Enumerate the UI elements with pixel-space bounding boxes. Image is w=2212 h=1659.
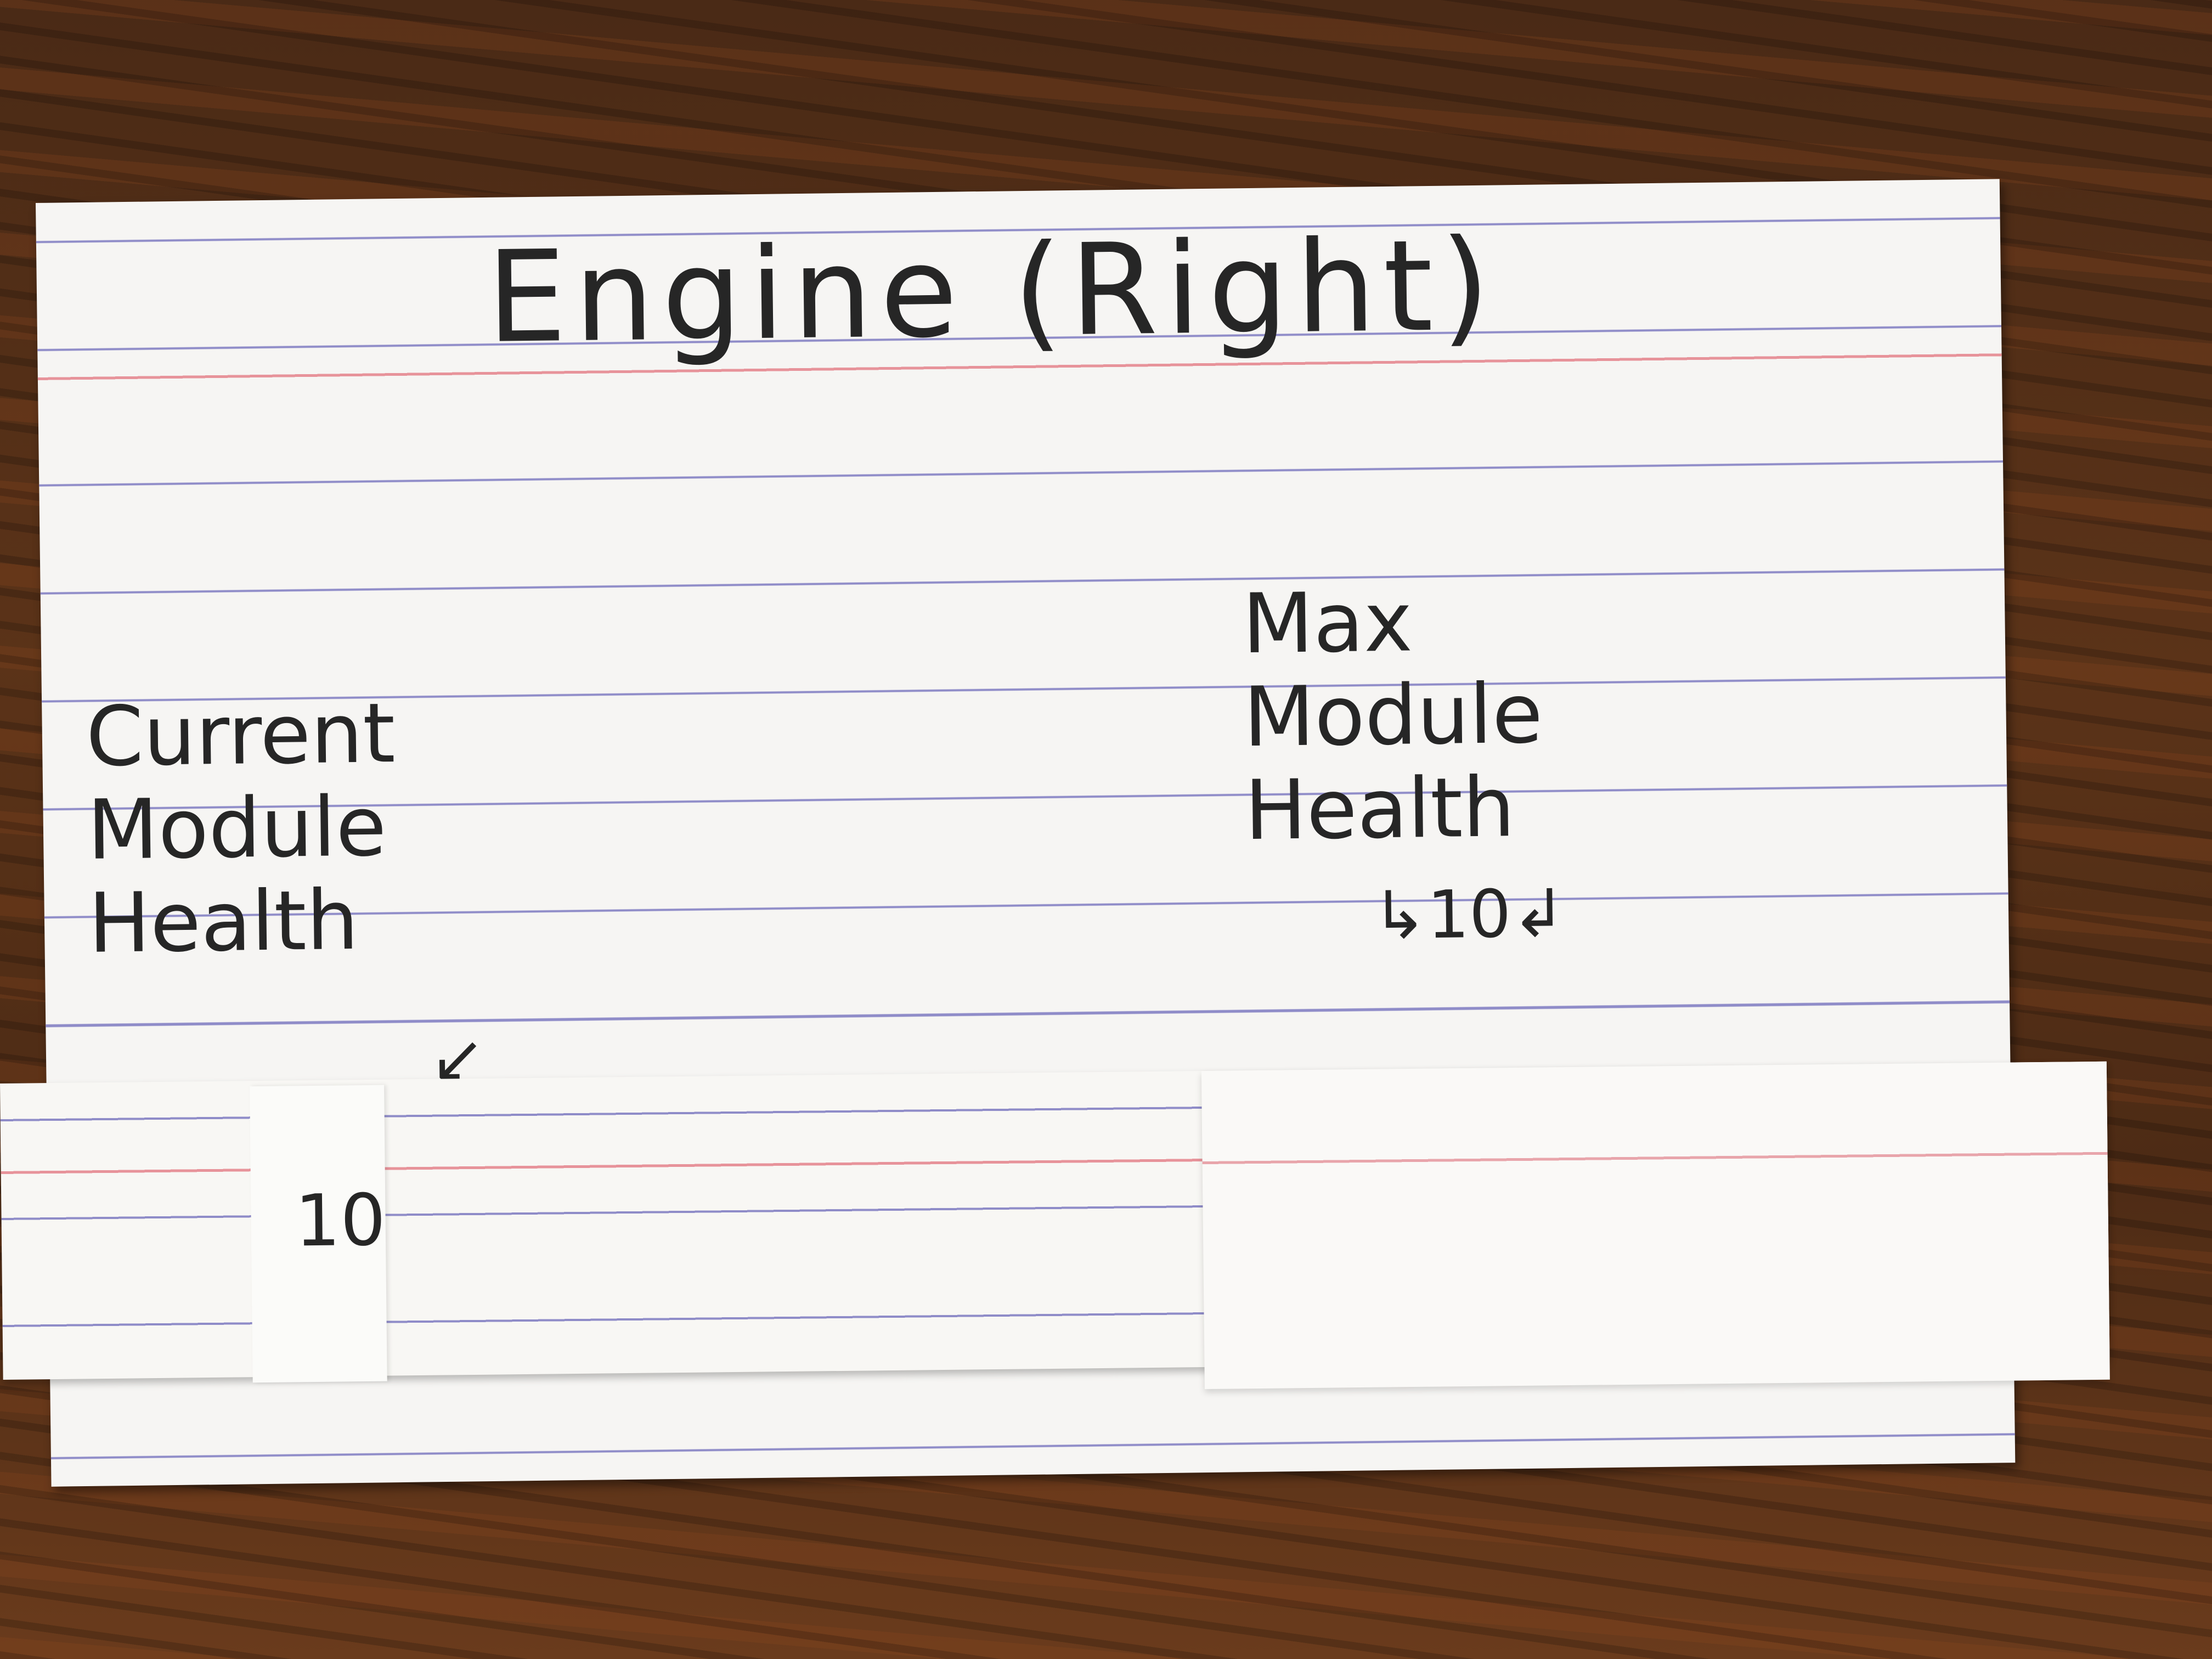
- max-health-value-row: ↳10↲: [1372, 859, 1567, 971]
- right-arrow-icon: ↳: [1372, 877, 1428, 955]
- max-health-value: 10: [1426, 876, 1512, 954]
- max-module-health-label: Max Module Health ↳10↲: [1242, 574, 1566, 954]
- left-arrow-icon: ↲: [1510, 876, 1567, 953]
- health-slider-strip[interactable]: 10: [0, 1061, 2110, 1390]
- current-label-text: Current Module Health: [85, 686, 396, 972]
- max-label-text: Max Module Health: [1242, 574, 1544, 859]
- max-value-cover: [1201, 1061, 2110, 1390]
- current-health-value: 10: [294, 1178, 386, 1263]
- card-title: Engine (Right): [486, 212, 1499, 371]
- current-module-health-label: Current Module Health: [85, 686, 462, 972]
- current-value-window: 10: [250, 1085, 387, 1383]
